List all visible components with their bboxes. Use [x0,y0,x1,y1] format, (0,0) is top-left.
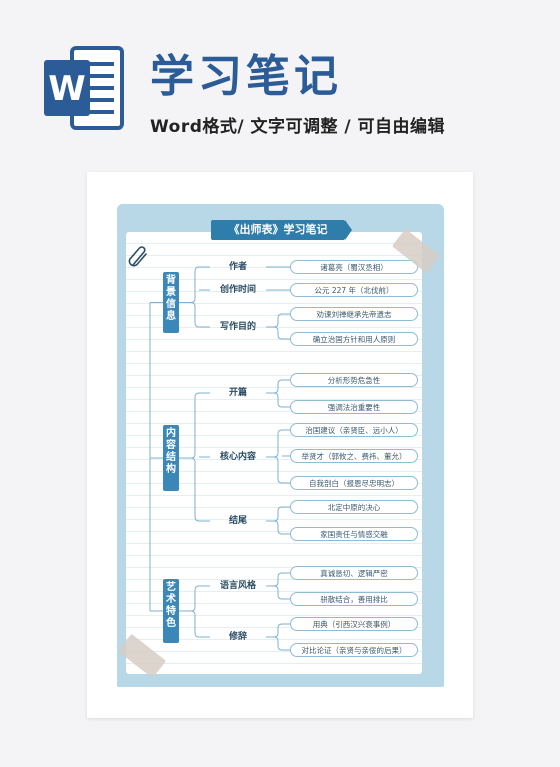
paperclip-icon [128,246,147,267]
subtopic-label: 语言风格 [219,581,256,591]
brace-connector [273,429,283,484]
leaf-item: 治国建议（亲贤臣、远小人） [290,423,418,437]
leaf-item: 劝谏刘禅继承先帝遗志 [290,307,418,321]
subtopic-label: 修辞 [228,632,247,642]
word-logo-icon: W [44,46,124,130]
page-title: 学习笔记 [150,51,342,102]
leaf-item: 自我剖白（报恩尽忠明志） [290,476,418,490]
subtopic-label: 核心内容 [219,452,256,462]
subtopic-label: 结尾 [228,516,247,526]
leaf-item: 分析形势危急性 [290,373,418,387]
subtopic-label: 开篇 [228,388,247,398]
brace-connector [273,572,283,600]
page-subtitle: Word格式/ 文字可调整 / 可自由编辑 [150,117,446,137]
brace-connector [190,392,200,522]
leaf-item: 北定中原的决心 [290,500,418,514]
brace-connector [273,379,283,408]
category-label: 内容结构 [163,425,179,491]
category-label: 背景信息 [163,272,179,333]
leaf-item: 强调法治重要性 [290,400,418,414]
leaf-item: 用典（引西汉兴衰事例） [290,617,418,631]
subtopic-label: 写作目的 [219,322,256,332]
leaf-item: 确立治国方针和用人原则 [290,332,418,346]
word-logo-letter: W [48,69,86,109]
subtopic-label: 作者 [228,262,247,272]
brace-connector [273,623,283,651]
leaf-item: 公元 227 年（北伐前） [290,283,418,297]
brace-connector [273,506,283,535]
leaf-item: 真诚恳切、逻辑严密 [290,566,418,580]
category-label: 艺术特色 [163,579,179,643]
leaf-item: 举贤才（郭攸之、费祎、董允） [290,449,418,463]
brace-connector [190,266,200,328]
brace-connector [190,585,200,638]
subtopic-label: 创作时间 [219,285,256,295]
note-title: 《出师表》学习笔记 [211,220,352,240]
leaf-item: 对比论证（亲贤与亲佞的后果） [290,643,418,657]
leaf-item: 家国责任与情感交融 [290,527,418,541]
brace-connector [273,313,283,340]
leaf-item: 诸葛亮（蜀汉丞相） [290,260,418,274]
leaf-item: 骈散结合，善用排比 [290,592,418,606]
